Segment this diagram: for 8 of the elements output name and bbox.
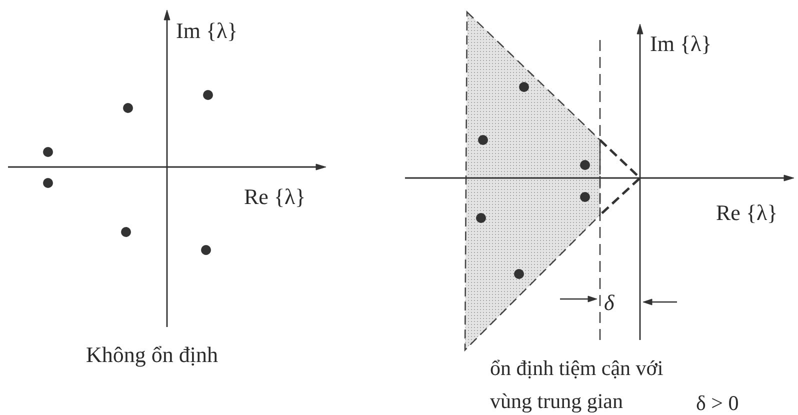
caption: ổn định tiệm cận với vùng trung gian xyxy=(490,355,664,415)
axis-label: Re {λ} xyxy=(244,183,306,211)
axis-label: Im {λ} xyxy=(650,30,712,58)
caption: Không ổn định xyxy=(86,341,218,369)
axis-label: Re {λ} xyxy=(716,199,778,227)
condition-label: δ > 0 xyxy=(696,390,739,415)
dimension-label: δ xyxy=(604,289,614,317)
axis-label: Im {λ} xyxy=(176,17,238,45)
